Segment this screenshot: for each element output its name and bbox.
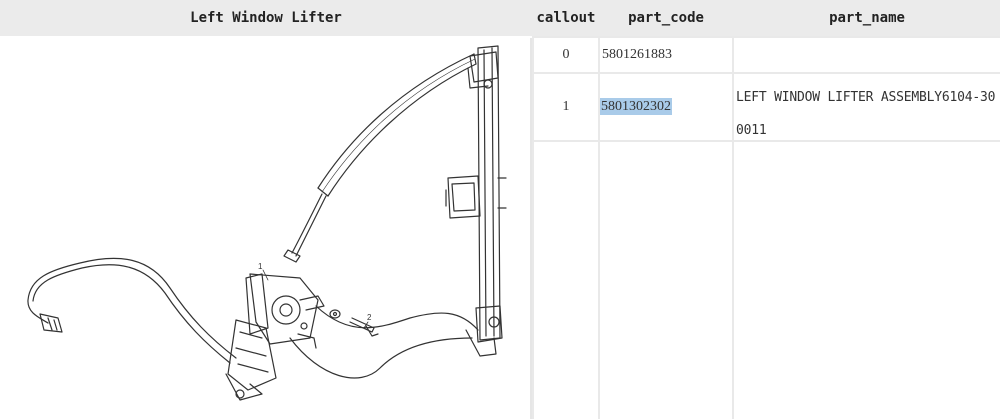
selected-part-code-text[interactable]: 5801302302 bbox=[600, 98, 672, 115]
bolt bbox=[349, 317, 379, 337]
vertical-rail bbox=[477, 45, 501, 341]
exploded-diagram: 1 2 bbox=[0, 38, 532, 419]
table-row-0-part-name bbox=[734, 38, 1000, 72]
motor-body bbox=[227, 319, 277, 391]
table-row-1-part-code[interactable]: 5801302302 bbox=[600, 74, 732, 140]
wiring-harness bbox=[27, 257, 237, 359]
glass-clip bbox=[447, 175, 481, 219]
diagram-title: Left Window Lifter bbox=[190, 10, 342, 26]
window-lifter-drawing: 1 2 bbox=[27, 45, 507, 401]
table-header: Left Window Lifter callout part_code par… bbox=[0, 0, 1000, 36]
table-row-empty-part-code bbox=[600, 142, 732, 419]
part-code-text[interactable]: 5801261883 bbox=[602, 47, 672, 62]
column-header-part-code: part_code bbox=[628, 10, 704, 26]
bottom-bracket bbox=[475, 305, 503, 343]
table-row-0-callout: 0 bbox=[534, 38, 598, 72]
table-row-empty-part-name bbox=[734, 142, 1000, 419]
table-row-1-callout: 1 bbox=[534, 74, 598, 140]
table-row-0-part-code[interactable]: 5801261883 bbox=[600, 38, 732, 72]
top-bracket bbox=[469, 51, 499, 83]
callout-label-2: 2 bbox=[367, 313, 372, 322]
column-header-callout: callout bbox=[536, 10, 596, 26]
curved-guide bbox=[317, 53, 475, 189]
motor-gearbox bbox=[249, 273, 319, 345]
part-name-text: LEFT WINDOW LIFTER ASSEMBLY6104-300011 bbox=[736, 90, 996, 138]
callout-label-1: 1 bbox=[258, 262, 263, 271]
connector bbox=[39, 313, 63, 333]
column-header-part-name: part_name bbox=[829, 10, 905, 26]
table-row-empty-callout bbox=[534, 142, 598, 419]
table-row-1-part-name: LEFT WINDOW LIFTER ASSEMBLY6104-300011 bbox=[734, 74, 1000, 140]
lift-cable bbox=[291, 193, 323, 254]
parts-table: 0 5801261883 1 5801302302 LEFT WINDOW LI… bbox=[532, 36, 1000, 419]
washer bbox=[329, 309, 341, 319]
